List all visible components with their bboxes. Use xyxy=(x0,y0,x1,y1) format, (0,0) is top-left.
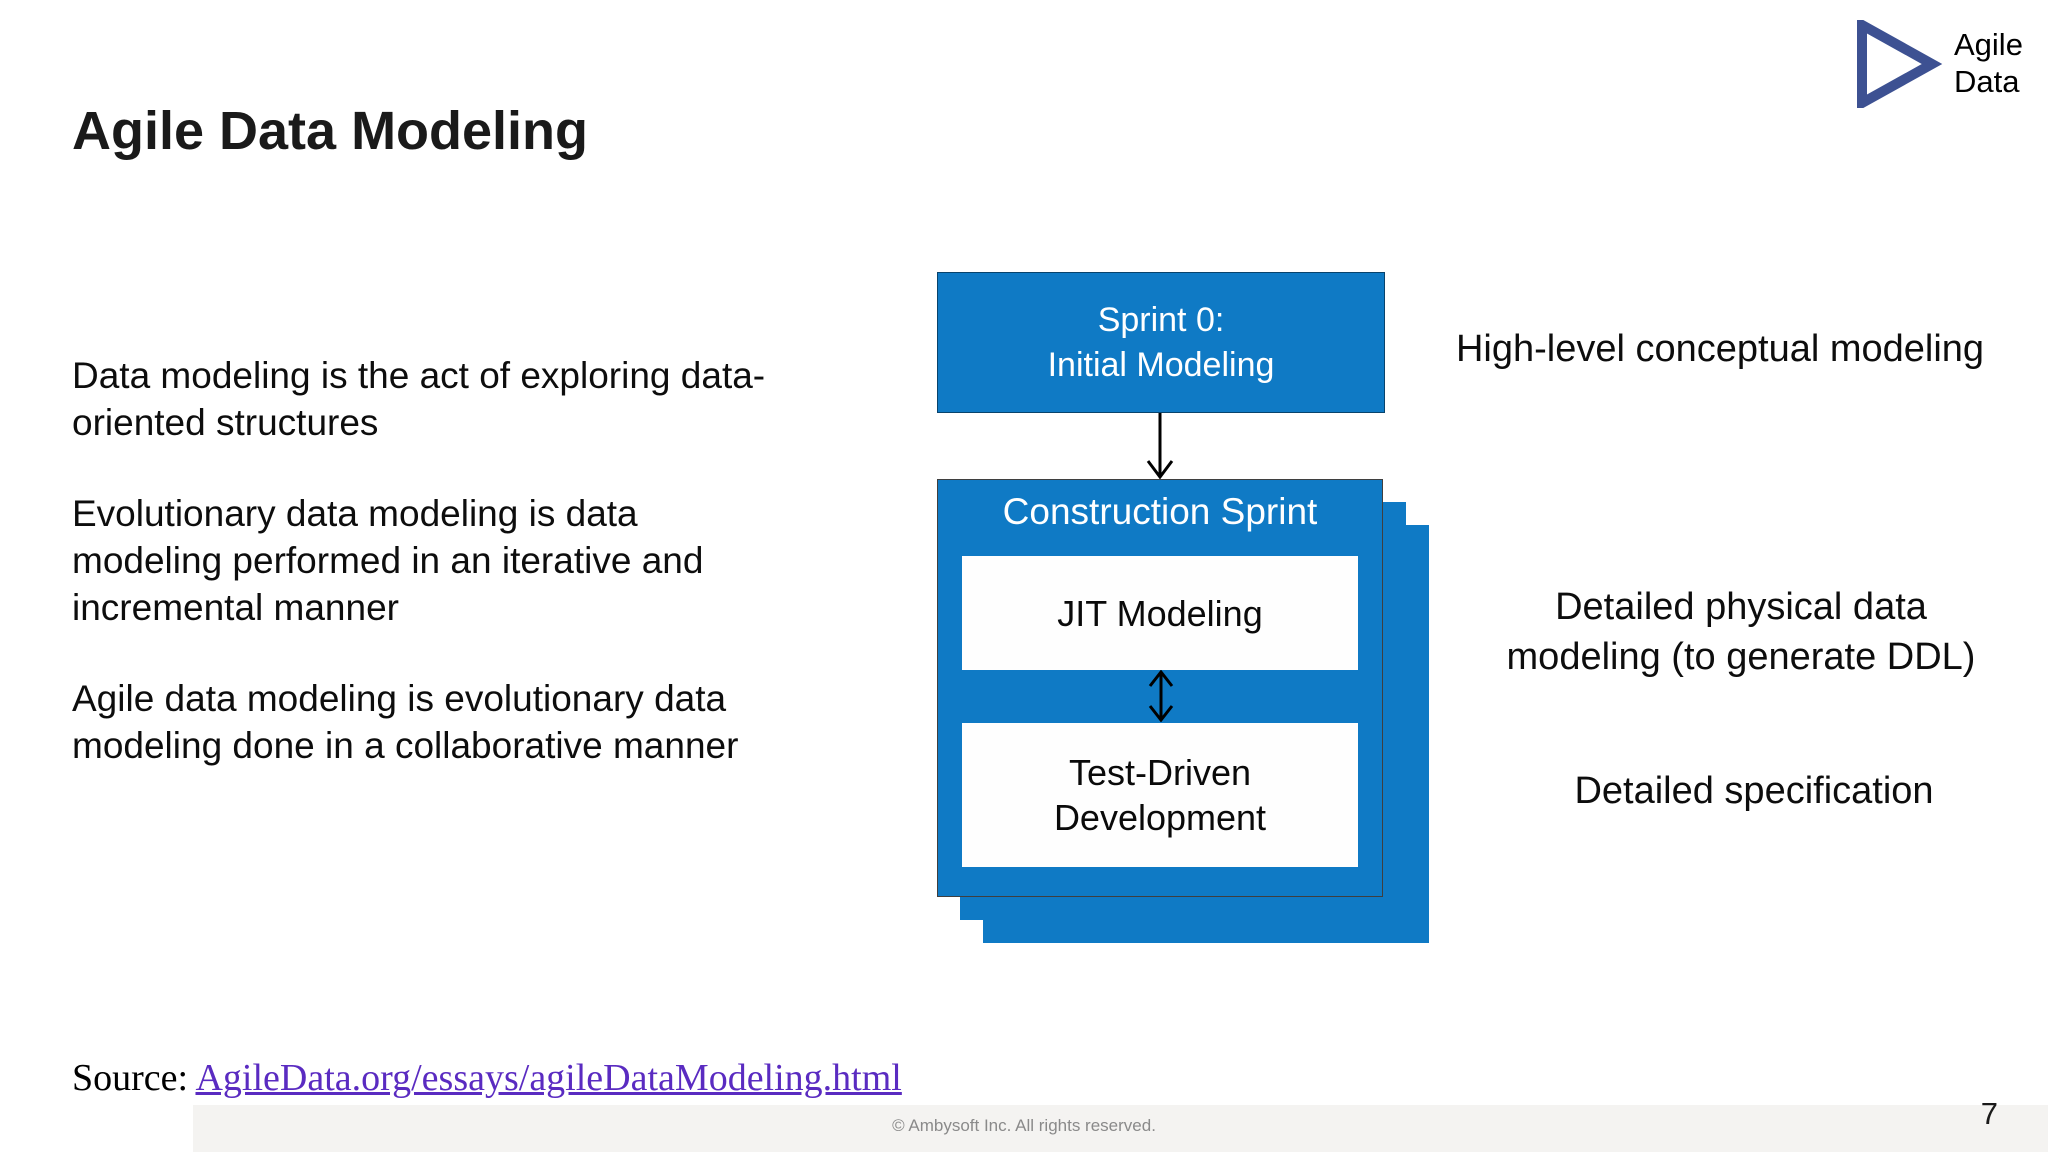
tdd-line2: Development xyxy=(1053,797,1267,838)
tdd-box: Test-Driven Development xyxy=(962,723,1358,867)
source-link[interactable]: AgileData.org/essays/agileDataModeling.h… xyxy=(195,1057,902,1099)
page-title: Agile Data Modeling xyxy=(72,101,589,162)
play-triangle-icon xyxy=(1856,16,1944,113)
construction-sprint-box: Construction Sprint JIT Modeling Test-Dr… xyxy=(937,479,1383,897)
body-text: Data modeling is the act of exploring da… xyxy=(72,352,777,813)
footer-band xyxy=(193,1105,2048,1152)
paragraph-definition-agile: Agile data modeling is evolutionary data… xyxy=(72,678,739,766)
annotation-detailed-spec: Detailed specification xyxy=(1574,770,1934,812)
double-arrow-icon xyxy=(1141,669,1181,727)
jit-modeling-box: JIT Modeling xyxy=(962,556,1358,670)
down-arrow-icon xyxy=(1140,413,1180,486)
agile-data-logo: Agile Data xyxy=(1856,16,2023,113)
tdd-line1: Test-Driven xyxy=(1068,752,1252,793)
source-label: Source: xyxy=(72,1057,196,1099)
paragraph-definition-data-modeling: Data modeling is the act of exploring da… xyxy=(72,355,766,443)
sprint0-box: Sprint 0: Initial Modeling xyxy=(937,272,1385,413)
sprint0-line1: Sprint 0: xyxy=(1097,300,1225,339)
logo-text: Agile Data xyxy=(1954,27,2023,99)
source-line: Source: AgileData.org/essays/agileDataMo… xyxy=(72,1056,902,1100)
jit-modeling-label: JIT Modeling xyxy=(1057,592,1263,634)
sprint0-line2: Initial Modeling xyxy=(1047,345,1275,384)
construction-sprint-title: Construction Sprint xyxy=(1002,491,1318,532)
annotation-detailed-physical: Detailed physical data modeling (to gene… xyxy=(1506,586,1976,678)
page-number: 7 xyxy=(1980,1096,1998,1131)
annotation-high-level: High-level conceptual modeling xyxy=(1455,328,1985,370)
copyright-text: © Ambysoft Inc. All rights reserved. xyxy=(892,1116,1156,1135)
paragraph-definition-evolutionary: Evolutionary data modeling is data model… xyxy=(72,493,704,628)
